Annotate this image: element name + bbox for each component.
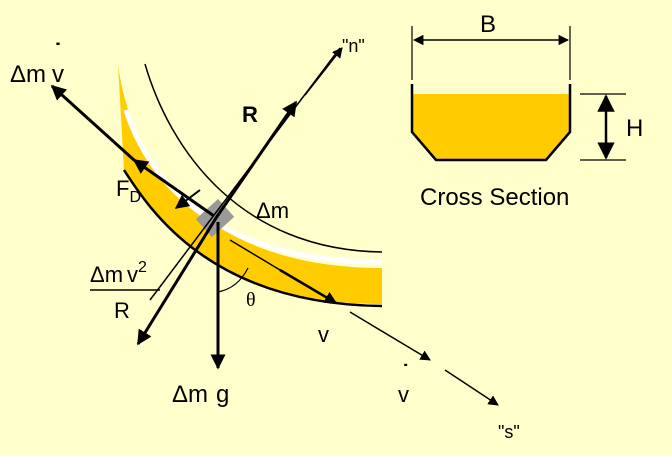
- centripetal-denominator: R: [114, 298, 130, 323]
- height-label: H: [626, 115, 643, 142]
- cross-section-fluid: [412, 94, 570, 160]
- channel-outer-line: [144, 63, 383, 253]
- momentum-dot: ˙: [54, 39, 62, 66]
- mass-element-label: Δm: [256, 198, 289, 223]
- width-label: B: [480, 11, 496, 38]
- radius-label: R: [242, 102, 258, 127]
- drag-force-label: FD: [116, 176, 141, 206]
- theta-arc: [217, 267, 249, 293]
- cross-section-outline: [410, 84, 572, 162]
- velocity-label: v: [318, 322, 329, 347]
- tangent-dash-1: [349, 311, 431, 361]
- radius-arrow: [214, 100, 298, 219]
- drag-small-arrow: [174, 189, 201, 209]
- velocity-arrow: [279, 268, 338, 305]
- acceleration-label: v: [398, 382, 409, 407]
- tangent-axis-label: "s": [498, 422, 520, 442]
- normal-axis-label: "n": [342, 36, 365, 56]
- drag-arrow: [132, 158, 215, 218]
- normal-axis-arrow: [304, 47, 343, 96]
- tangent-dash-2: [444, 369, 499, 406]
- cross-section: B H Cross Section: [410, 11, 643, 211]
- centripetal-arrow: [136, 217, 218, 346]
- momentum-arrow: [50, 84, 136, 162]
- theta-label: θ: [246, 289, 256, 311]
- cross-section-caption: Cross Section: [420, 184, 569, 211]
- channel-bottom-line: [122, 169, 383, 308]
- fluid-band: [118, 64, 382, 304]
- acceleration-dot: ˙: [402, 360, 409, 385]
